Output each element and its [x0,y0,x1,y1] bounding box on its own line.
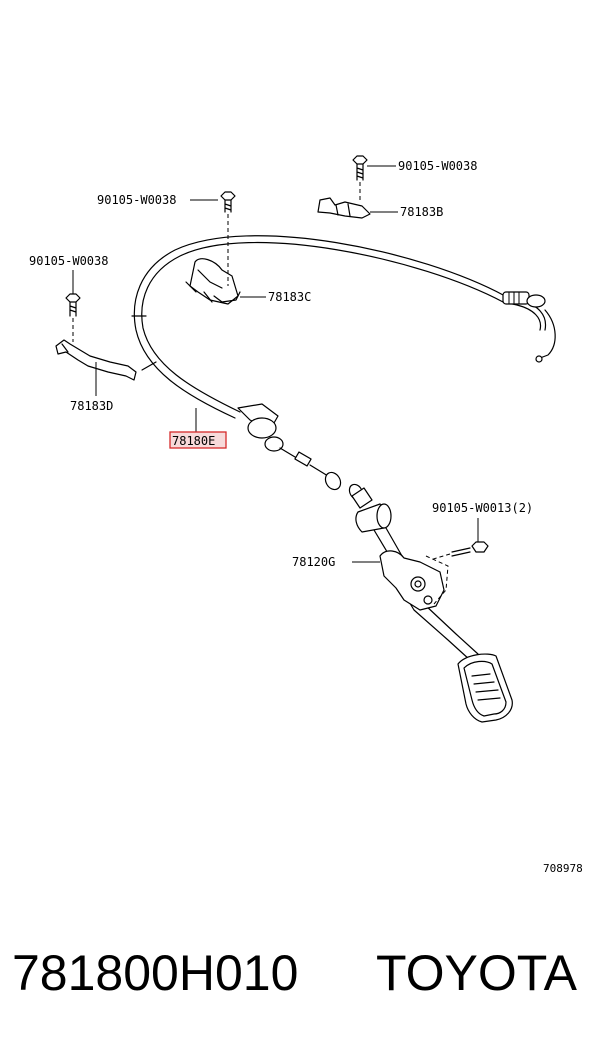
footer-part-number: 781800H010 [12,945,298,1001]
label-bolt-left: 90105-W0038 [29,254,108,268]
label-bracket-d: 78183D [70,399,113,413]
diagram-number: 708978 [543,862,583,875]
bolt-icon [352,155,368,165]
accelerator-cable [131,235,556,491]
label-bolt-pedal: 90105-W0013(2) [432,501,533,515]
label-pedal: 78120G [292,555,335,569]
bracket-78183b [317,155,398,219]
label-bolt-top-right: 90105-W0038 [398,159,477,173]
bracket-78183d [55,270,137,396]
label-cable[interactable]: 78180E [172,434,215,448]
cable-end-fitting [502,291,530,305]
highlight-box [169,431,227,449]
bolt-icon [220,191,236,201]
label-bolt-top-mid: 90105-W0038 [97,193,176,207]
bolt-icon [65,293,81,303]
footer-brand: TOYOTA [376,945,578,1001]
label-bracket-c: 78183C [268,290,311,304]
bracket-78183c [185,191,266,305]
label-bracket-b: 78183B [400,205,443,219]
accelerator-pedal [348,483,513,723]
bolt-icon [471,541,489,553]
